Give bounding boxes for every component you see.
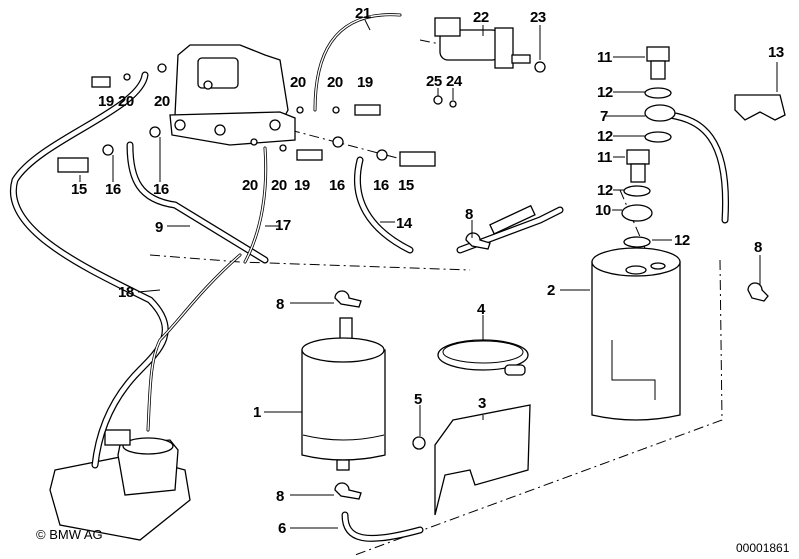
callout-20: 20	[271, 177, 287, 194]
leader-lines	[79, 19, 778, 529]
callout-12: 12	[674, 232, 690, 249]
callout-8: 8	[276, 296, 284, 313]
callout-16: 16	[329, 177, 345, 194]
hose-clamp-ring-4	[437, 339, 529, 376]
callout-20: 20	[327, 74, 343, 91]
seal-ring-23	[534, 61, 546, 73]
hose-9	[126, 141, 269, 264]
cold-start-valve	[434, 17, 531, 69]
callout-8: 8	[465, 206, 473, 223]
callout-12: 12	[597, 128, 613, 145]
hose-14	[353, 156, 414, 254]
fuel-filter-large	[591, 247, 681, 421]
callout-7: 7	[600, 108, 608, 125]
callout-20: 20	[118, 93, 134, 110]
callout-4: 4	[477, 301, 485, 318]
washer-12	[644, 131, 672, 143]
washer-20	[123, 73, 131, 81]
callout-19: 19	[294, 177, 310, 194]
washer-16	[149, 126, 161, 138]
hose-clamp-8	[334, 482, 362, 500]
callout-20: 20	[290, 74, 306, 91]
callout-8: 8	[754, 239, 762, 256]
callout-3: 3	[478, 395, 486, 412]
callout-17: 17	[275, 217, 291, 234]
hose-clamp-8	[747, 282, 769, 302]
assembly-line	[354, 259, 723, 556]
banjo-fitting-7	[644, 104, 676, 122]
washer-12	[623, 185, 651, 197]
callout-13: 13	[768, 44, 784, 61]
washer-20	[296, 106, 304, 114]
callout-15: 15	[71, 181, 87, 198]
callout-19: 19	[357, 74, 373, 91]
washer-20	[157, 63, 167, 73]
callout-16: 16	[373, 177, 389, 194]
copyright-notice: © BMW AG	[36, 527, 103, 542]
callout-10: 10	[595, 202, 611, 219]
callout-24: 24	[446, 73, 462, 90]
callout-5: 5	[414, 391, 422, 408]
callout-1: 1	[253, 404, 261, 421]
hose-clamp-8	[334, 290, 362, 308]
callout-18: 18	[118, 284, 134, 301]
washer-12	[623, 236, 651, 248]
callout-22: 22	[473, 9, 489, 26]
banjo-bolt-15	[399, 151, 436, 167]
washer-20	[279, 144, 287, 152]
callout-21: 21	[355, 5, 371, 22]
bolt-19	[91, 76, 111, 88]
callout-16: 16	[105, 181, 121, 198]
banjo-fitting-10	[621, 204, 653, 222]
banjo-bolt-15	[57, 157, 89, 173]
callout-15: 15	[398, 177, 414, 194]
callout-23: 23	[530, 9, 546, 26]
assembly-line	[149, 254, 471, 271]
banjo-bolt-11-lower	[626, 149, 650, 183]
callout-8: 8	[276, 488, 284, 505]
hose-7	[666, 111, 730, 224]
callout-6: 6	[278, 520, 286, 537]
bolt-19	[354, 104, 381, 116]
callout-20: 20	[154, 93, 170, 110]
washer-12	[644, 87, 672, 99]
callout-14: 14	[396, 215, 412, 232]
bolt-19	[296, 149, 323, 161]
washer-16	[376, 149, 388, 161]
callout-11-upper: 11	[597, 49, 612, 66]
nut-5	[412, 436, 426, 450]
callout-16: 16	[153, 181, 169, 198]
fuel-accumulator	[49, 429, 191, 541]
clip-13	[734, 94, 786, 121]
nut-25	[433, 95, 443, 105]
fuel-filter-small	[301, 317, 386, 471]
callout-20: 20	[242, 177, 258, 194]
washer-16	[332, 136, 344, 148]
callout-19: 19	[98, 93, 114, 110]
callout-2: 2	[547, 282, 555, 299]
connector-pipe	[489, 204, 536, 235]
washer-24	[449, 100, 457, 108]
callout-12: 12	[597, 84, 613, 101]
callout-9: 9	[155, 219, 163, 236]
bracket-3	[434, 404, 531, 516]
callout-25: 25	[426, 73, 442, 90]
callout-12: 12	[597, 182, 613, 199]
fuel-distributor	[169, 44, 296, 146]
line-21	[313, 13, 402, 112]
diagram-number: 00001861	[736, 541, 790, 555]
banjo-bolt-11-upper	[646, 46, 670, 80]
washer-20	[250, 138, 258, 146]
washer-20	[332, 106, 340, 114]
washer-16	[102, 144, 114, 156]
callout-11-lower: 11	[597, 149, 612, 166]
